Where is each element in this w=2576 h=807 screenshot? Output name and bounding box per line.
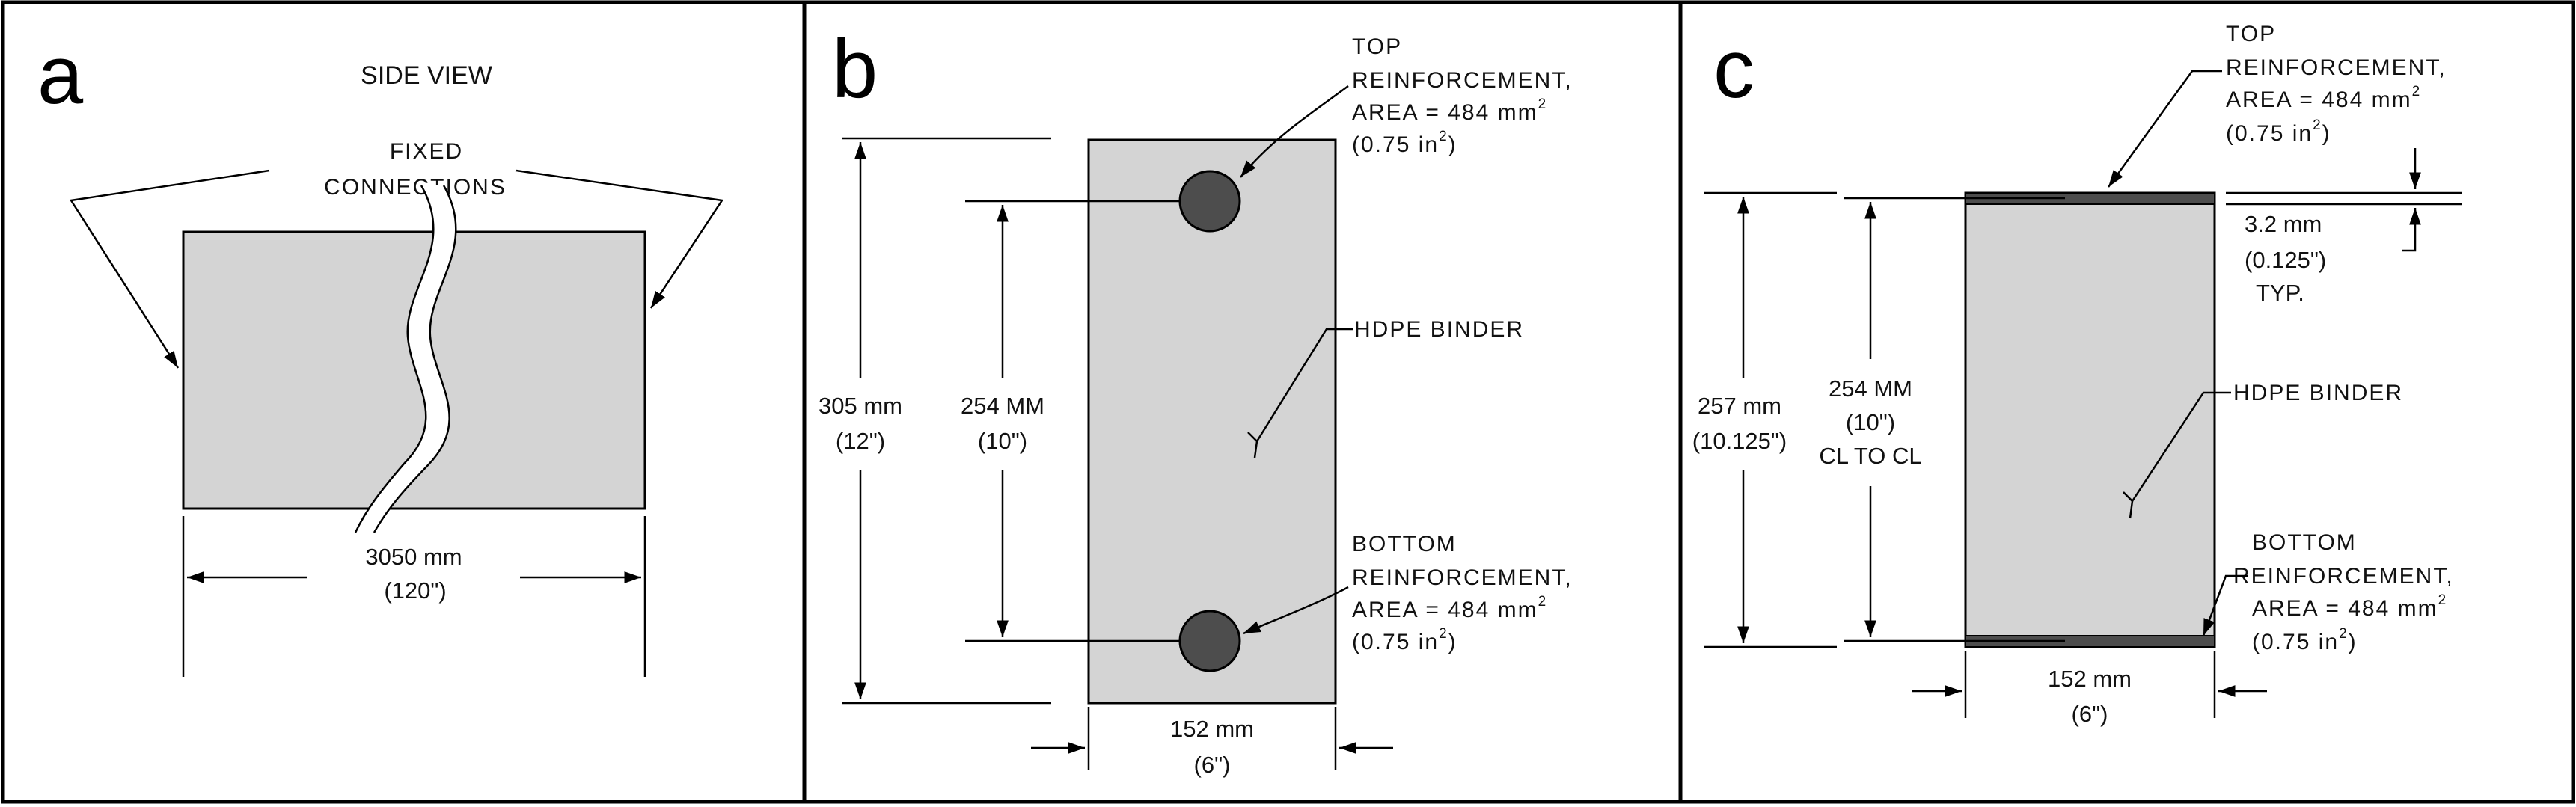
top-reinforcement-label-2-c: REINFORCEMENT, [2226,55,2447,80]
top-reinforcement-area-in: (0.75 in2) [1352,129,1457,157]
width-label: 152 mm [1170,716,1254,742]
spacing-label-in: (10") [978,428,1027,454]
panel-c-letter: c [1713,23,1754,115]
bottom-reinforcement-label: BOTTOM [1352,532,1457,556]
thickness-label-typ: TYP. [2256,280,2304,306]
bottom-reinforcement-leader-c [2202,574,2248,636]
side-view-title: SIDE VIEW [361,61,492,90]
top-reinforcement-label-2: REINFORCEMENT, [1352,68,1573,93]
bottom-reinforcement-area-c: AREA = 484 mm2 [2252,592,2447,621]
binder-leader-tick-c [2123,491,2134,519]
binder-label: HDPE BINDER [1354,317,1524,342]
bottom-reinforcement-area-in: (0.75 in2) [1352,626,1457,654]
beam-break-symbol [355,185,456,533]
panel-b-letter: b [832,23,878,115]
spacing-label: 254 MM [961,393,1044,419]
fixed-label: FIXED [390,139,463,164]
top-reinforcement-label: TOP [1352,34,1402,59]
bottom-reinforcement-label-2-c: REINFORCEMENT, [2233,564,2454,589]
binder-leader [1255,328,1353,442]
width-label-in: (6") [1194,752,1231,778]
height-label-c: 257 mm [1698,393,1781,419]
width-label-c: 152 mm [2048,666,2132,692]
thickness-label: 3.2 mm [2245,211,2322,237]
panel-c: c 257 mm (10.125") 254 MM (10") CL TO CL… [1692,22,2462,727]
connections-label: CONNECTIONS [324,175,507,200]
spacing-label-in-c: (10") [1846,409,1895,435]
bottom-reinforcement-bar [1178,610,1241,672]
beam-cross-section-c [1964,191,2216,648]
bottom-reinforcement-label-2: REINFORCEMENT, [1352,565,1573,590]
panel-c-frame [1678,0,2575,804]
binder-label-c: HDPE BINDER [2233,381,2403,405]
bottom-reinforcement-leader [1243,586,1349,635]
panel-a-letter: a [37,29,84,121]
fixed-leader-right [515,169,724,309]
top-reinforcement-leader-c [2107,70,2222,188]
top-reinforcement-area: AREA = 484 mm2 [1352,96,1547,125]
top-reinforcement-leader [1240,85,1349,178]
panel-a: a SIDE VIEW FIXED CONNECTIONS 3050 mm (1… [37,29,724,677]
top-reinforcement-label-c: TOP [2226,22,2276,46]
width-label-in-c: (6") [2072,701,2108,727]
beam-cross-section [1087,138,1337,705]
fixed-leader-left [69,169,270,369]
panel-b: b 305 mm (12") 254 MM (10") 152 mm (6") … [819,23,1573,778]
thickness-label-in: (0.125") [2245,247,2326,273]
bottom-reinforcement-area: AREA = 484 mm2 [1352,594,1547,622]
length-label: 3050 mm [365,544,462,570]
top-reinforcement-area-c: AREA = 484 mm2 [2226,84,2421,112]
break-line-right [373,185,457,533]
spacing-label-cl: CL TO CL [1819,443,1921,469]
binder-leader-tick [1247,432,1258,458]
height-label-in: (12") [836,428,885,454]
thickness-arrow-up [2402,208,2421,252]
binder-leader-c [2131,391,2231,502]
top-reinforcement-bar [1178,170,1241,233]
height-label-in-c: (10.125") [1692,428,1787,454]
spacing-label-c: 254 MM [1829,375,1912,402]
length-label-in: (120") [384,577,446,604]
height-label: 305 mm [819,393,902,419]
break-line-left [354,185,435,533]
bottom-reinforcement-label-c: BOTTOM [2252,530,2357,555]
bottom-reinforcement-area-in-c: (0.75 in2) [2252,626,2358,654]
top-reinforcement-area-in-c: (0.75 in2) [2226,117,2331,146]
